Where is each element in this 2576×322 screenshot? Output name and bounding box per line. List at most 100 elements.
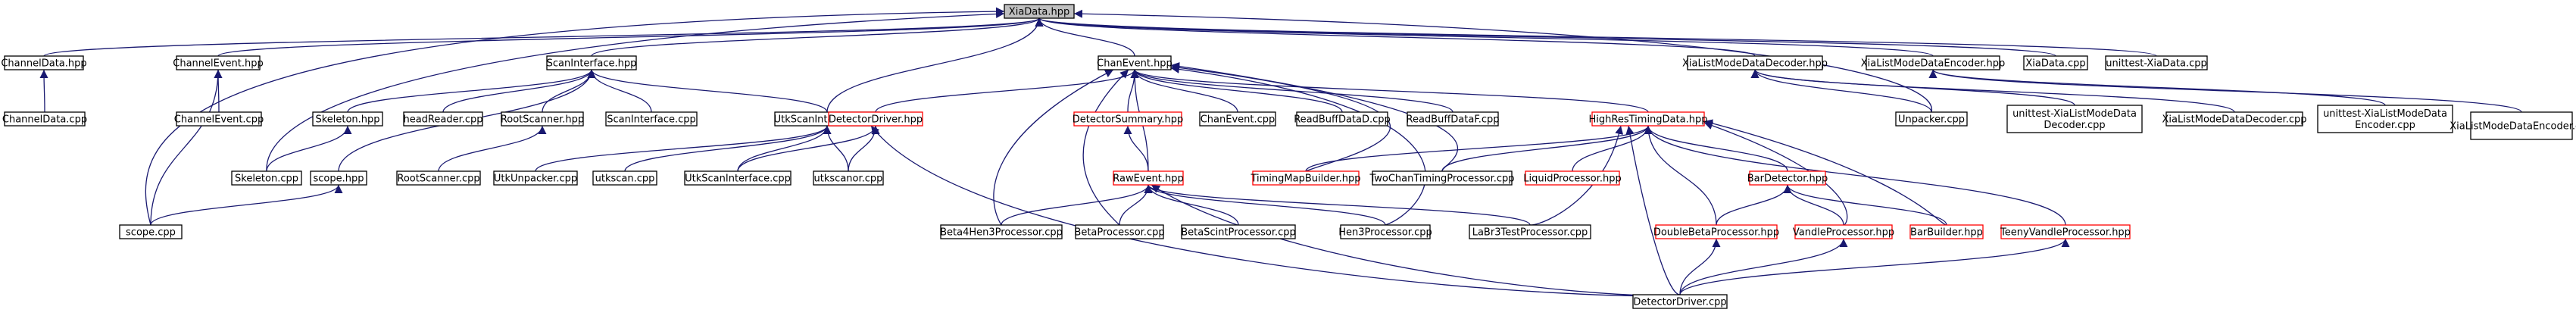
node-labr3testprocessor_cpp[interactable]: LaBr3TestProcessor.cpp	[1469, 224, 1591, 239]
node-label: BetaScintProcessor.cpp	[1181, 227, 1296, 239]
node-xialistmodedataencoder_hpp[interactable]: XiaListModeDataEncoder.hpp	[1861, 55, 2006, 70]
node-label: TeenyVandleProcessor.hpp	[2000, 227, 2131, 239]
node-box	[1252, 170, 1360, 186]
node-channeldata_hpp[interactable]: ChannelData.hpp	[1, 55, 87, 70]
node-label: DetectorSummary.hpp	[1073, 114, 1184, 126]
edge-scaninterface_hpp-to-headreader_cpp	[442, 69, 596, 113]
edge-xiadata_hpp-to-scope_cpp	[145, 7, 1005, 226]
node-xialistmodedatadecoder_hpp[interactable]: XiaListModeDataDecoder.hpp	[1682, 55, 1828, 70]
node-twochantimingprocessor_cpp[interactable]: TwoChanTimingProcessor.cpp	[1369, 170, 1515, 186]
node-utkscanor_cpp[interactable]: utkscanor.cpp	[813, 170, 884, 186]
node-xiadata_cpp[interactable]: XiaData.cpp	[2023, 55, 2088, 70]
node-utkscan_cpp[interactable]: utkscan.cpp	[592, 170, 657, 186]
node-channelevent_cpp[interactable]: ChannelEvent.cpp	[174, 111, 264, 127]
node-chanevent_cpp[interactable]: ChanEvent.cpp	[1199, 111, 1276, 127]
node-box	[1098, 55, 1172, 70]
node-label: ChannelData.cpp	[2, 114, 87, 126]
node-label: scope.hpp	[314, 174, 364, 185]
edge-detectorsummary_hpp-to-rawevent_hpp	[1123, 125, 1149, 172]
node-utkunpacker_cpp[interactable]: UtkUnpacker.cpp	[493, 170, 578, 186]
node-box	[2470, 111, 2573, 140]
node-skeleton_hpp[interactable]: Skeleton.hpp	[312, 111, 383, 127]
node-bardetector_hpp[interactable]: BarDetector.hpp	[1747, 170, 1828, 186]
node-doublebetaprocessor_hpp[interactable]: DoubleBetaProcessor.hpp	[1653, 224, 1779, 239]
node-label: Hen3Processor.cpp	[1338, 227, 1432, 239]
node-label: UtkScanInterface.cpp	[685, 174, 791, 185]
node-label: LaBr3TestProcessor.cpp	[1472, 227, 1588, 239]
edge-channelevent_hpp-to-scope_cpp	[150, 69, 223, 226]
node-label: Skeleton.hpp	[315, 114, 379, 126]
edge-highrestimingdata_hpp-to-labr3testprocessor_cpp	[1529, 125, 1624, 226]
node-box	[310, 170, 367, 186]
node-channeldata_cpp[interactable]: ChannelData.cpp	[2, 111, 87, 127]
node-scope_hpp[interactable]: scope.hpp	[310, 170, 367, 186]
edge-bardetector_hpp-to-barbuilder_hpp	[1783, 184, 1947, 226]
node-scaninterface_hpp[interactable]: ScanInterface.hpp	[546, 55, 637, 70]
edge-xiadata_hpp-to-xialistmodedatadecoder_hpp	[1035, 17, 1756, 57]
node-scope_cpp[interactable]: scope.cpp	[119, 224, 183, 239]
node-label: ReadBuffDataF.cpp	[1407, 114, 1500, 126]
node-box	[1909, 224, 1984, 239]
node-rootscanner_cpp[interactable]: RootScanner.cpp	[396, 170, 481, 186]
node-highrestimingdata_hpp[interactable]: HighResTimingData.hpp	[1589, 111, 1708, 127]
node-box	[4, 55, 84, 70]
node-label: unittest-XiaListModeData	[2012, 108, 2137, 120]
node-box	[176, 111, 262, 127]
edge-bardetector_hpp-to-vandleprocessor_hpp	[1783, 184, 1844, 226]
node-skeleton_cpp[interactable]: Skeleton.cpp	[231, 170, 302, 186]
node-liquidprocessor_hpp[interactable]: LiquidProcessor.hpp	[1523, 170, 1622, 186]
node-label: ChanEvent.hpp	[1097, 58, 1172, 70]
node-unittest_encoder_cpp[interactable]: unittest-XiaListModeDataEncoder.cpp	[2317, 105, 2453, 133]
edge-bardetector_hpp-to-doublebetaprocessor_hpp	[1716, 184, 1792, 226]
node-vandleprocessor_hpp[interactable]: VandleProcessor.hpp	[1793, 224, 1894, 239]
node-rawevent_hpp[interactable]: RawEvent.hpp	[1113, 170, 1184, 186]
edge-detectordriver_hpp-to-utkscaninterface_cpp	[737, 125, 880, 172]
node-box	[1687, 55, 1823, 70]
edge-chanevent_hpp-to-timingmapbuilder_hpp	[1170, 63, 1391, 172]
node-box	[1895, 111, 1968, 127]
node-detectordriver_hpp[interactable]: DetectorDriver.hpp	[828, 111, 923, 127]
node-beta4hen3processor_cpp[interactable]: Beta4Hen3Processor.cpp	[940, 224, 1063, 239]
node-hen3processor_cpp[interactable]: Hen3Processor.cpp	[1338, 224, 1432, 239]
node-box	[2000, 224, 2131, 239]
edge-highrestimingdata_hpp-to-teenyvandleprocessor_hpp	[1644, 125, 2066, 226]
node-betascintprocessor_cpp[interactable]: BetaScintProcessor.cpp	[1181, 224, 1296, 239]
node-unittest_decoder_cpp[interactable]: unittest-XiaListModeDataDecoder.cpp	[2006, 105, 2143, 133]
node-unittest_xiadata_cpp[interactable]: unittest-XiaData.cpp	[2105, 55, 2208, 70]
node-box	[493, 170, 578, 186]
node-label: XiaListModeDataDecoder.hpp	[1682, 58, 1828, 70]
node-rootscanner_hpp[interactable]: RootScanner.hpp	[501, 111, 584, 127]
node-box	[684, 170, 792, 186]
node-timingmapbuilder_hpp[interactable]: TimingMapBuilder.hpp	[1250, 170, 1361, 186]
node-xialistmodedataencoder_cpp[interactable]: XiaListModeDataEncoder.cpp	[2450, 111, 2576, 140]
node-detectordriver_cpp[interactable]: DetectorDriver.cpp	[1632, 294, 1728, 309]
node-label: scope.cpp	[126, 227, 176, 239]
node-chanevent_hpp[interactable]: ChanEvent.hpp	[1097, 55, 1172, 70]
edge-chanevent_hpp-to-detectordriver_hpp	[875, 69, 1139, 113]
node-headreader_cpp[interactable]: headReader.cpp	[403, 111, 483, 127]
node-box	[312, 111, 383, 127]
node-label: utkscanor.cpp	[814, 174, 883, 185]
node-teenyvandleprocessor_hpp[interactable]: TeenyVandleProcessor.hpp	[2000, 224, 2131, 239]
edge-xiadata_hpp-to-skeleton_cpp	[266, 9, 1005, 172]
node-barbuilder_hpp[interactable]: BarBuilder.hpp	[1909, 224, 1984, 239]
node-label: BarBuilder.hpp	[1910, 227, 1983, 239]
node-label: BarDetector.hpp	[1747, 174, 1828, 185]
node-unpacker_cpp[interactable]: Unpacker.cpp	[1895, 111, 1968, 127]
node-detectorsummary_hpp[interactable]: DetectorSummary.hpp	[1073, 111, 1184, 127]
edge-highrestimingdata_hpp-to-timingmapbuilder_hpp	[1305, 125, 1653, 172]
node-label: ReadBuffDataD.cpp	[1294, 114, 1391, 126]
node-utkscaninterface_cpp[interactable]: UtkScanInterface.cpp	[684, 170, 792, 186]
node-box	[940, 224, 1063, 239]
node-xialistmodedatadecoder_cpp[interactable]: XiaListModeDataDecoder.cpp	[2162, 111, 2307, 127]
node-label: Skeleton.cpp	[235, 174, 298, 185]
node-scaninterface_cpp[interactable]: ScanInterface.cpp	[605, 111, 698, 127]
edge-highrestimingdata_hpp-to-vandleprocessor_hpp	[1703, 121, 1848, 226]
node-readbuffdatad_cpp[interactable]: ReadBuffDataD.cpp	[1294, 111, 1391, 127]
node-box	[1181, 224, 1296, 239]
edge-highrestimingdata_hpp-to-bardetector_hpp	[1644, 125, 1788, 172]
node-betaprocessor_cpp[interactable]: BetaProcessor.cpp	[1074, 224, 1165, 239]
edge-chanevent_hpp-to-betaprocessor_cpp	[1082, 69, 1129, 226]
node-channelevent_hpp[interactable]: ChannelEvent.hpp	[173, 55, 264, 70]
node-readbuffdataf_cpp[interactable]: ReadBuffDataF.cpp	[1407, 111, 1500, 127]
